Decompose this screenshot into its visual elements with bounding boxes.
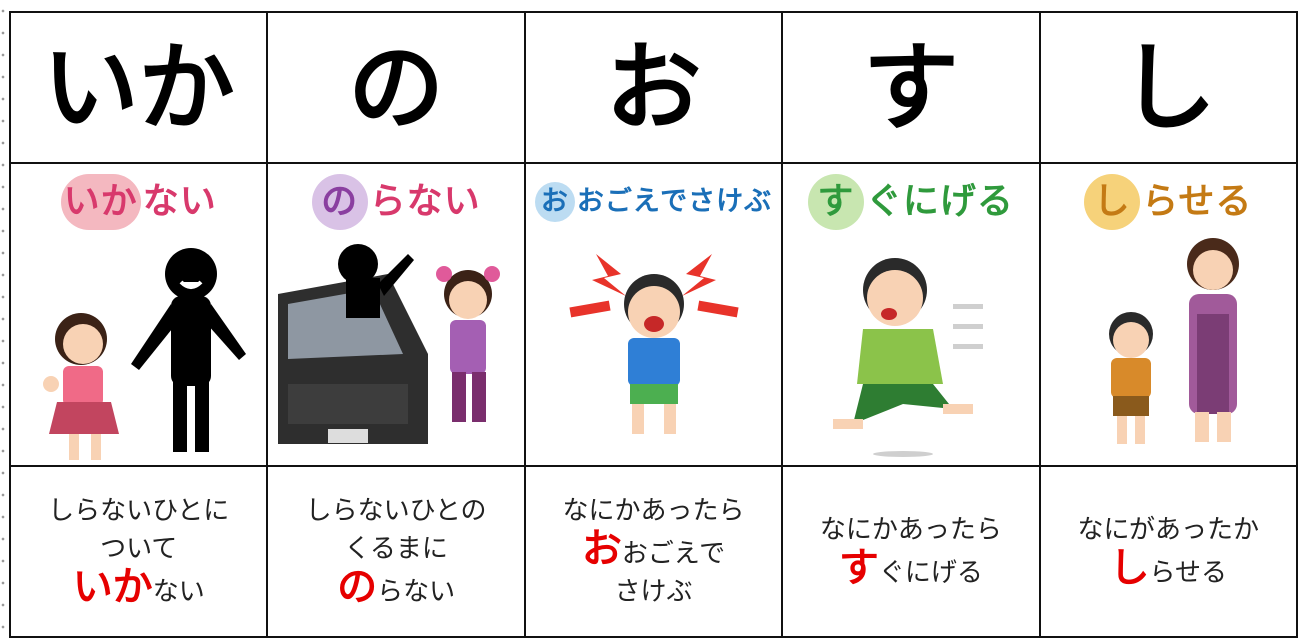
desc-line: しらないひとに — [48, 496, 230, 526]
header-text: お — [605, 31, 702, 144]
title-rest: おごえでさけぶ — [576, 186, 773, 217]
header-cell-ika: いか — [8, 11, 269, 164]
desc-line: なにがあったか — [1077, 515, 1260, 545]
desc-tail: ぐにげる — [878, 558, 983, 588]
illustration-title: いかない — [60, 174, 217, 230]
illustration-cell-ikanai: いかない — [8, 162, 269, 467]
desc-highlight: の — [337, 564, 378, 610]
girl-and-stranger-illustration — [43, 248, 246, 460]
desc-highlight: いか — [72, 564, 153, 610]
illustration-cell-shiraseru: しらせる — [1038, 162, 1298, 467]
illustration-cell-oogoe: おおごえでさけぶ — [523, 162, 784, 467]
desc-line: さけぶ — [614, 577, 693, 607]
header-text: の — [348, 31, 445, 144]
description-cell-3: なにかあったら おおごえで さけぶ — [523, 465, 784, 638]
description-cell-4: なにかあったら すぐにげる — [781, 465, 1041, 638]
description-cell-1: しらないひとに ついて いかない — [8, 465, 269, 638]
title-circle: お — [534, 182, 575, 222]
desc-tail: ない — [152, 577, 205, 607]
title-rest: ぐにげる — [865, 181, 1014, 222]
header-cell-o: お — [523, 11, 784, 164]
desc-line: なにかあったら — [819, 515, 1002, 545]
dotted-margin — [0, 0, 6, 637]
desc-highlight: す — [838, 545, 879, 591]
car-and-girl-illustration — [278, 244, 501, 444]
illustration-cell-suguni: すぐにげる — [781, 162, 1041, 467]
description-cell-5: なにがあったか しらせる — [1038, 465, 1298, 638]
title-rest: ない — [142, 181, 217, 222]
desc-line: しらないひとの — [305, 496, 487, 526]
header-cell-no: の — [266, 11, 526, 164]
title-circle: し — [1084, 174, 1141, 230]
illustration-cell-noranai: のらない — [266, 162, 526, 467]
description-row: しらないひとに ついて いかない しらないひとの くるまに のらない なにかあっ… — [8, 465, 1298, 638]
boy-and-mother-illustration — [1108, 238, 1239, 444]
illustration-title: すぐにげる — [807, 174, 1014, 230]
shouting-boy-illustration — [569, 254, 739, 434]
header-cell-shi: し — [1038, 11, 1298, 164]
desc-line: くるまに — [344, 534, 448, 564]
desc-highlight: し — [1109, 545, 1150, 591]
desc-highlight: お — [581, 526, 622, 572]
title-rest: らない — [369, 181, 481, 222]
desc-line: なにかあったら — [562, 496, 745, 526]
desc-tail: らない — [377, 577, 456, 607]
illustration-row: いかない — [8, 162, 1298, 467]
desc-tail: らせる — [1149, 558, 1228, 588]
description-cell-2: しらないひとの くるまに のらない — [266, 465, 526, 638]
desc-line: ついて — [100, 534, 178, 564]
header-text: し — [1120, 31, 1217, 144]
title-circle: いか — [60, 174, 141, 230]
header-row: いか の お す し — [8, 11, 1298, 164]
illustration-title: しらせる — [1084, 174, 1252, 230]
running-boy-illustration — [833, 258, 984, 457]
header-text: いか — [42, 31, 235, 144]
header-text: す — [862, 31, 959, 144]
desc-tail: おごえで — [621, 539, 726, 569]
title-circle: の — [311, 174, 368, 230]
illustration-title: おおごえでさけぶ — [534, 174, 773, 230]
header-cell-su: す — [781, 11, 1041, 164]
title-circle: す — [807, 174, 864, 230]
ikanoosushi-table: いか の お す し いかない — [8, 11, 1298, 638]
illustration-title: のらない — [311, 174, 481, 230]
title-rest: らせる — [1142, 181, 1253, 222]
